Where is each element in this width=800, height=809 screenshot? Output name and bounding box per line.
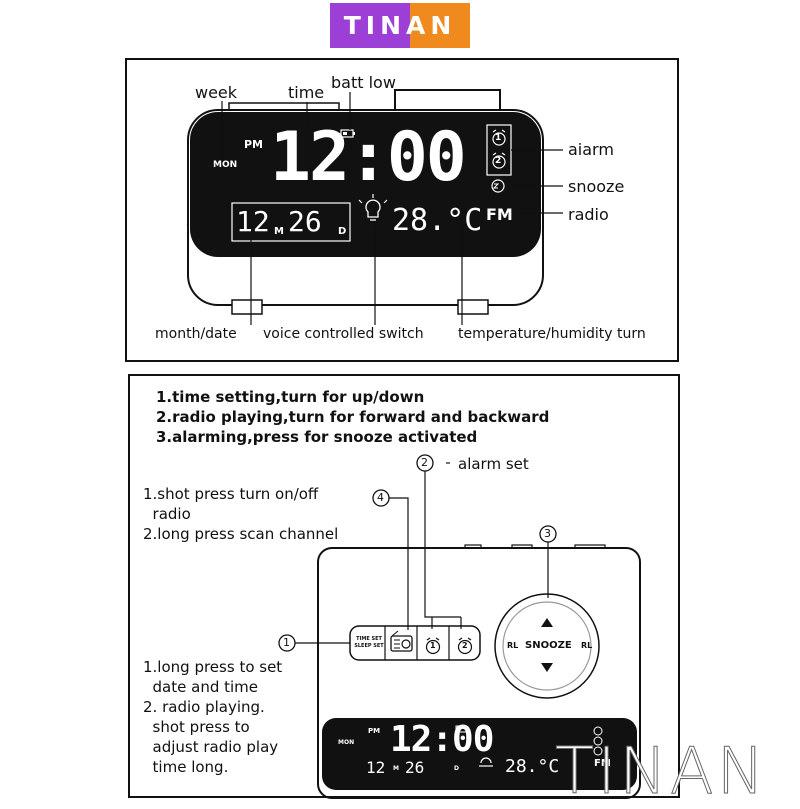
- label-time: time: [288, 83, 325, 102]
- display-time: 12:00: [270, 118, 467, 197]
- alarm-1-button-label: 1: [430, 641, 436, 650]
- sleep-set-label: SLEEP SET: [354, 643, 384, 649]
- set-note-line-5: adjust radio play: [143, 738, 279, 756]
- alarm-1-button-icon: [425, 637, 441, 655]
- clock-foot-right: [457, 299, 489, 315]
- set-note-line-6: time long.: [143, 758, 229, 776]
- alarm-2-button-label: 2: [462, 641, 468, 650]
- callout-number-1: 1: [283, 636, 290, 649]
- label-radio: radio: [568, 205, 609, 224]
- lightbulb-icon: [358, 194, 388, 221]
- knob-right-label: RL: [581, 641, 593, 650]
- front-display-d-unit: D: [454, 765, 459, 772]
- knob-down-arrow-icon: [541, 663, 553, 672]
- front-display-screen: [322, 718, 637, 790]
- front-display-month: 12: [366, 758, 386, 777]
- display-month: 12: [236, 205, 270, 238]
- brand-logo: TINAN: [330, 3, 470, 48]
- clock-foot-left: [231, 299, 263, 315]
- controls-panel: [128, 374, 680, 798]
- logo-orange-block: [410, 3, 470, 48]
- front-battery-icon: [455, 725, 467, 733]
- display-d-unit: D: [338, 226, 347, 237]
- label-batt-low: batt low: [331, 73, 396, 92]
- radio-button[interactable]: [386, 628, 417, 658]
- front-display-weekday: MON: [338, 739, 355, 746]
- snooze-icon: [491, 179, 505, 193]
- display-m-unit: M: [274, 226, 284, 237]
- alarm-clock-1-icon: [492, 129, 506, 146]
- display-alarm1: 1: [495, 133, 502, 143]
- alarm-2-button[interactable]: 2: [450, 628, 480, 658]
- knob-left-label: RL: [507, 641, 519, 650]
- callout-number-3: 3: [544, 527, 551, 540]
- label-week: week: [195, 83, 238, 102]
- radio-button-icon: [390, 630, 413, 652]
- bottom-leader-lines: [295, 462, 549, 644]
- logo-purple-block: [330, 3, 410, 48]
- front-lightbulb-icon: [479, 757, 493, 767]
- display-alarm2: 2: [495, 156, 502, 166]
- radio-note-line-1: 1.shot press turn on/off: [143, 485, 319, 503]
- clock-front-illustration: [317, 544, 641, 799]
- logo-text: TINAN: [343, 11, 457, 40]
- label-temp-humidity: temperature/humidity turn: [458, 326, 646, 342]
- front-display-m-unit: M: [393, 765, 399, 772]
- callout-number-4: 4: [377, 491, 384, 504]
- instruction-3: 3.alarming,press for snooze activated: [156, 428, 478, 446]
- time-set-label: TIME SET: [356, 636, 382, 642]
- front-display-day: 26: [405, 758, 425, 777]
- knob-up-arrow-icon: [541, 618, 553, 627]
- display-weekday: MON: [213, 160, 238, 170]
- radio-note-line-2: radio: [143, 505, 191, 523]
- callout-circles: [278, 454, 557, 652]
- battery-low-icon: [340, 129, 355, 138]
- label-alarm: aiarm: [568, 140, 614, 159]
- front-display-temperature: 28.°C: [505, 756, 560, 777]
- label-alarm-set: alarm set: [458, 455, 529, 473]
- set-note-line-3: 2. radio playing.: [143, 698, 265, 716]
- front-display-pm: PM: [368, 727, 381, 735]
- set-note-line-2: date and time: [143, 678, 259, 696]
- radio-note-line-3: 2.long press scan channel: [143, 525, 339, 543]
- clock-screen: [190, 112, 541, 257]
- knob-snooze-label: SNOOZE: [525, 640, 572, 651]
- alarm-clock-2-icon: [492, 152, 506, 169]
- display-temperature: 28.°C: [392, 203, 483, 238]
- front-display-time: 12:00: [390, 719, 494, 760]
- brand-watermark: TINAN: [555, 735, 768, 809]
- top-leader-lines: [221, 92, 563, 325]
- set-note-line-4: shot press to: [143, 718, 250, 736]
- label-month-date: month/date: [155, 326, 237, 342]
- label-voice-switch: voice controlled switch: [263, 326, 424, 342]
- time-set-button[interactable]: TIME SET SLEEP SET: [353, 636, 385, 650]
- set-note-line-1: 1.long press to set: [143, 658, 283, 676]
- front-display-fm: FM: [594, 758, 611, 769]
- alarm-2-button-icon: [457, 637, 473, 655]
- instruction-2: 2.radio playing,turn for forward and bac…: [156, 408, 550, 426]
- knob-inner-ring: [502, 601, 592, 691]
- label-snooze: snooze: [568, 177, 625, 196]
- callout-number-2: 2: [421, 456, 428, 469]
- instruction-1: 1.time setting,turn for up/down: [156, 388, 425, 406]
- clock-top-illustration: [187, 89, 544, 315]
- front-alarm-icons: [593, 726, 603, 756]
- date-box: [231, 202, 351, 242]
- display-pm: PM: [244, 138, 264, 151]
- alarm-1-button[interactable]: 1: [418, 628, 449, 658]
- display-fm: FM: [486, 205, 513, 224]
- display-day: 26: [288, 205, 322, 238]
